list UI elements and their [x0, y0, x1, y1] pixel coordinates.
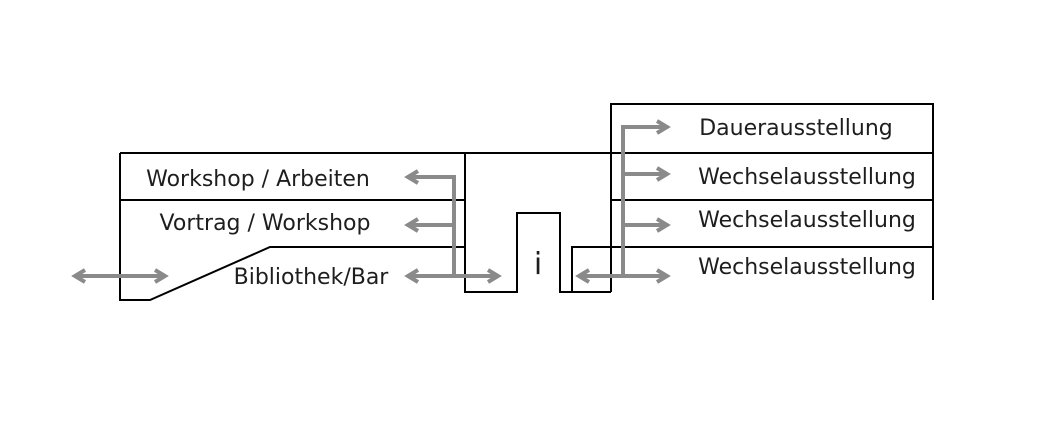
entrance-arrow-head-right — [153, 268, 169, 284]
arrow-head-info-booth — [486, 268, 502, 284]
info-booth-outline — [464, 212, 611, 293]
arrow-head-exit — [575, 268, 591, 284]
room-label-wechselausstellung-2: Wechselausstellung — [698, 208, 916, 233]
room-label-workshop-arbeiten: Workshop / Arbeiten — [146, 167, 370, 192]
room-label-vortrag-workshop: Vortrag / Workshop — [160, 211, 371, 236]
left-wing-outline — [119, 153, 465, 301]
floor-plan-walls — [119, 103, 934, 301]
info-symbol: i — [534, 247, 542, 282]
room-labels: Workshop / Arbeiten Vortrag / Workshop B… — [146, 116, 916, 290]
right-wing-divider-3 — [571, 246, 933, 292]
right-wing-main-arrow — [579, 125, 667, 278]
circulation-arrows — [71, 119, 671, 284]
room-label-wechselausstellung-1: Wechselausstellung — [698, 165, 916, 190]
room-label-bibliothek-bar: Bibliothek/Bar — [234, 265, 390, 290]
arrow-head-wechselausstellung-2 — [655, 217, 671, 233]
arrow-head-wechselausstellung-1 — [655, 166, 671, 182]
arrow-head-workshop-arbeiten — [404, 169, 420, 185]
arrow-head-wechselausstellung-3 — [655, 268, 671, 284]
room-label-dauerausstellung: Dauerausstellung — [699, 116, 893, 141]
arrow-head-dauerausstellung — [655, 119, 671, 135]
right-wing-outline — [610, 103, 934, 300]
entrance-arrow-head-left — [71, 268, 87, 284]
arrow-head-vortrag-workshop — [404, 217, 420, 233]
room-label-wechselausstellung-3: Wechselausstellung — [698, 255, 916, 280]
arrow-head-bibliothek-bar — [404, 268, 420, 284]
